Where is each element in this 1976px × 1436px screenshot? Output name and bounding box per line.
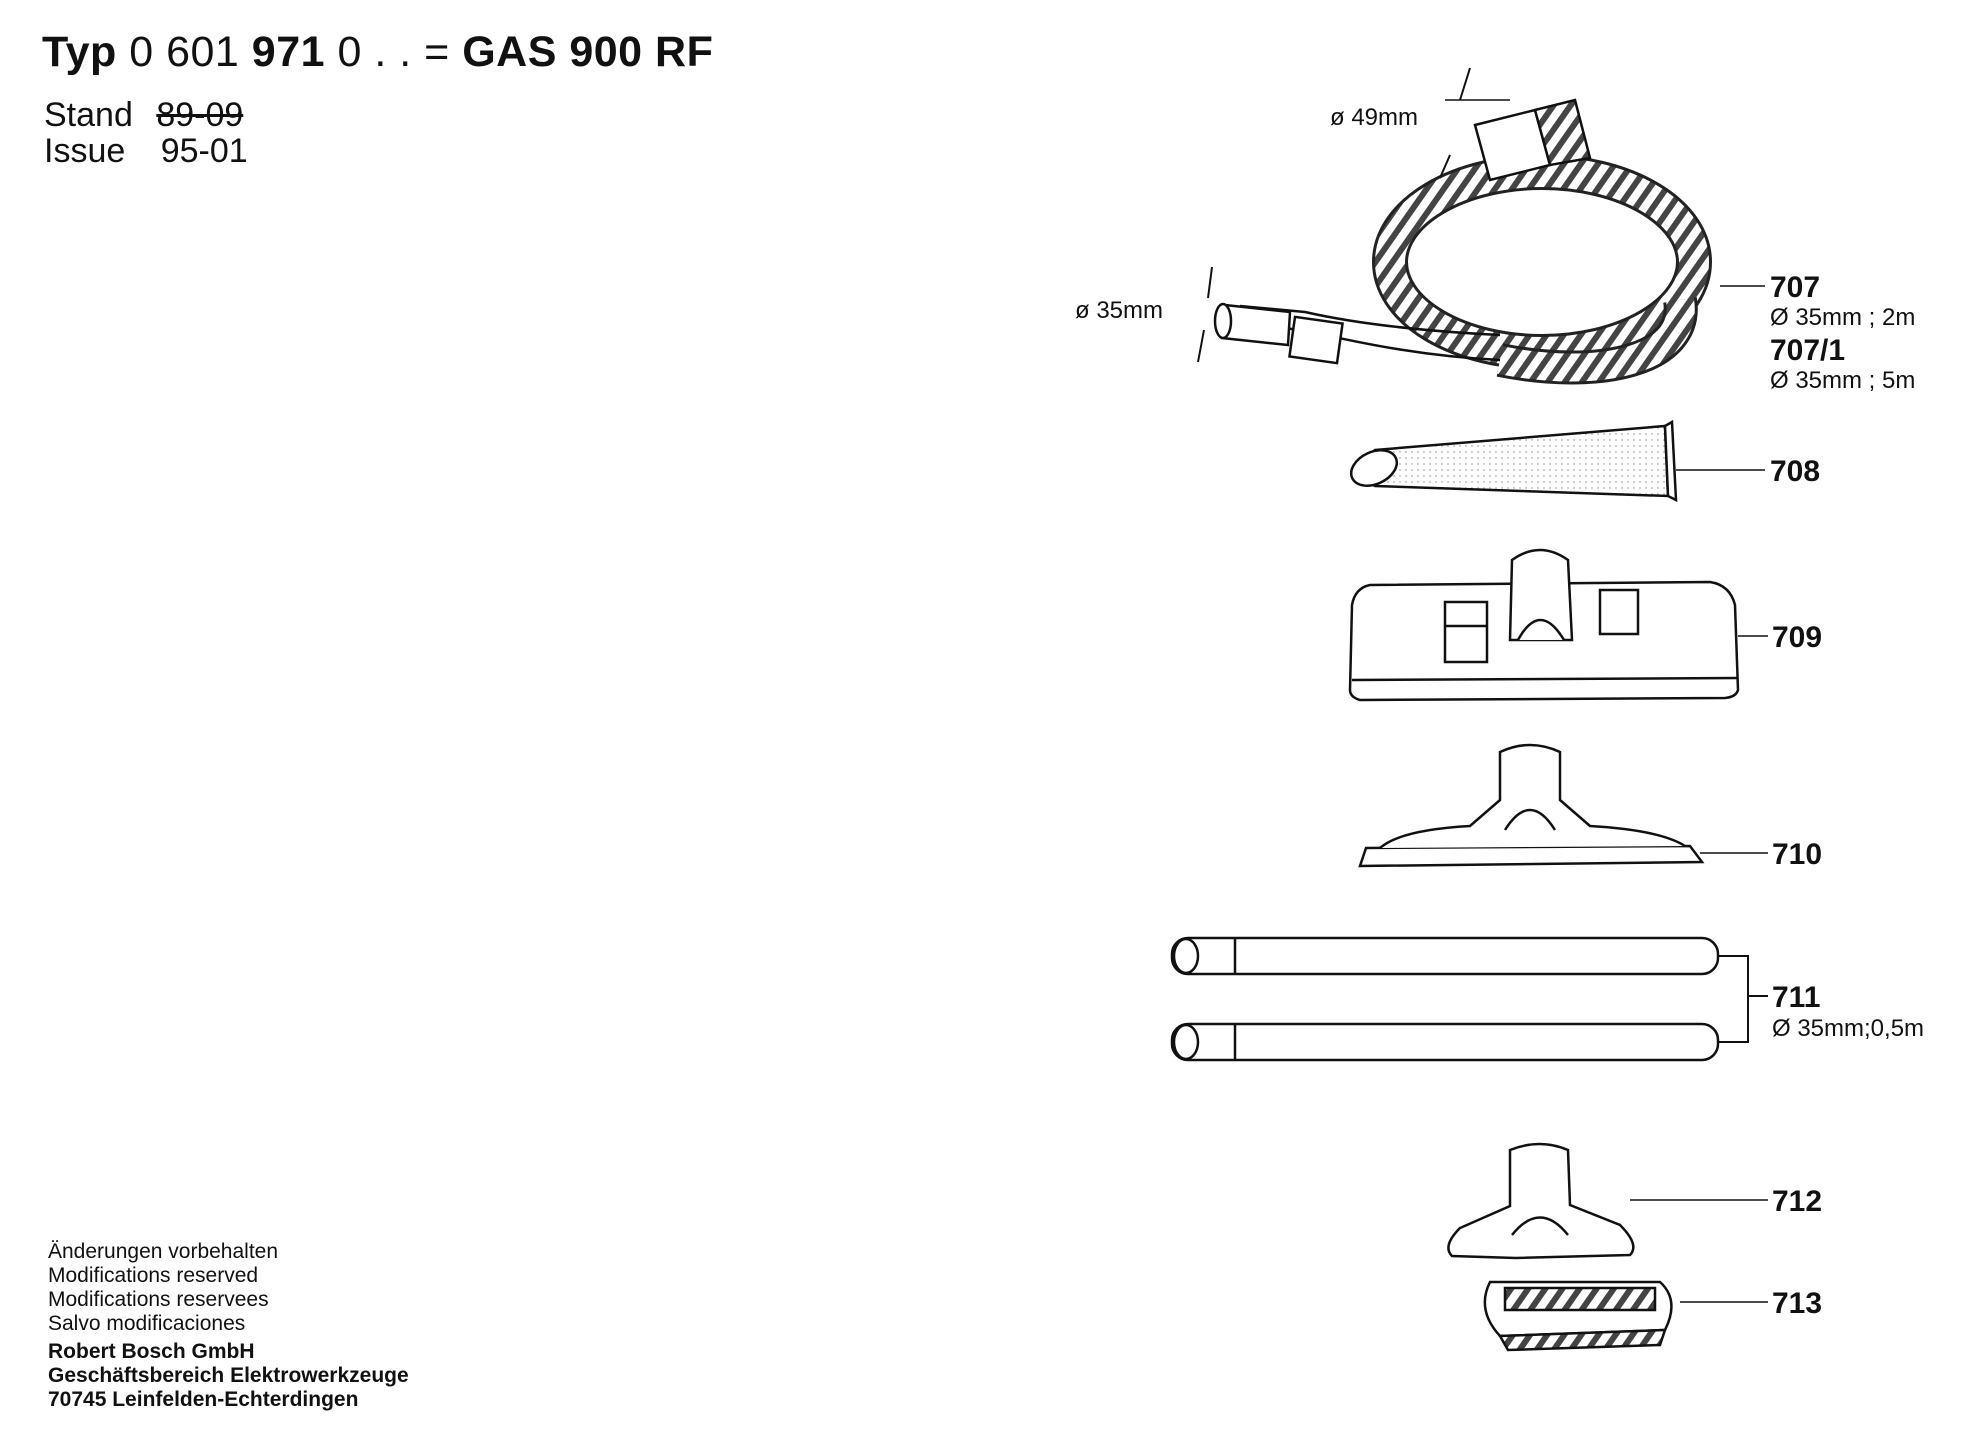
small-nozzle-arch	[1511, 1216, 1569, 1236]
wide-nozzle-710	[1358, 743, 1768, 868]
part-spec-707-1: Ø 35mm ; 5m	[1770, 367, 1915, 394]
hose-bend-tube-top	[1239, 304, 1501, 337]
wide-nozzle-arch	[1503, 808, 1557, 831]
issue-value: 95-01	[160, 132, 248, 170]
dim-label-35: ø 35mm	[1075, 297, 1163, 324]
dim-35-arrow-bottom	[1197, 329, 1205, 363]
crevice-body	[1358, 424, 1670, 498]
hose-lower-loop-ribs	[1497, 297, 1695, 382]
issue-row: Issue 95-01	[44, 132, 248, 171]
small-nozzle-712	[1447, 1142, 1768, 1260]
small-nozzle-body	[1447, 1142, 1635, 1260]
part-label-707-1: 707/1	[1770, 334, 1845, 367]
hose-nut	[1288, 315, 1344, 365]
floor-nozzle-switch-left	[1443, 600, 1489, 664]
part-label-709: 709	[1772, 621, 1822, 654]
part-label-712: 712	[1772, 1185, 1822, 1218]
floor-nozzle-neck	[1508, 548, 1574, 642]
floor-nozzle-switch-right	[1598, 588, 1640, 636]
brush-713	[1483, 1280, 1768, 1352]
part-spec-711: Ø 35mm;0,5m	[1772, 1015, 1924, 1042]
part-number-core: 971	[251, 28, 326, 76]
part-label-710: 710	[1772, 838, 1822, 871]
page-title: Typ 0 601 971 0 . . = GAS 900 RF	[42, 28, 713, 77]
wide-nozzle-body	[1379, 743, 1686, 849]
tube-bracket	[1718, 955, 1749, 1043]
floor-nozzle-edge	[1351, 676, 1739, 682]
brush-bristles	[1503, 1286, 1657, 1312]
footer-block: Änderungen vorbehalten Modifications res…	[48, 1240, 409, 1412]
floor-nozzle-709	[1348, 548, 1768, 702]
company-division: Geschäftsbereich Elektrowerkzeuge	[48, 1364, 409, 1387]
brush-bottom-bristles	[1497, 1328, 1667, 1352]
note-de: Änderungen vorbehalten	[48, 1240, 279, 1263]
issue-label: Issue	[44, 132, 126, 170]
typ-label: Typ	[42, 28, 117, 76]
crevice-collar	[1663, 419, 1678, 503]
note-es: Salvo modificaciones	[48, 1312, 246, 1335]
hose-upper-cuff	[1533, 98, 1592, 167]
tube-upper	[1170, 936, 1720, 976]
company-name: Robert Bosch GmbH	[48, 1340, 255, 1363]
crevice-nozzle-708	[1349, 419, 1765, 503]
note-en: Modifications reserved	[48, 1264, 259, 1287]
stand-value: 89-09	[156, 96, 244, 134]
dim-49-arrow-top	[1459, 67, 1471, 101]
part-label-711: 711	[1772, 981, 1820, 1014]
crevice-opening	[1349, 449, 1399, 487]
model-name: GAS 900 RF	[462, 28, 714, 76]
note-fr: Modifications reservees	[48, 1288, 269, 1311]
floor-nozzle-neck-arch	[1516, 618, 1566, 641]
hose-707	[1213, 98, 1765, 385]
part-spec-707: Ø 35mm ; 2m	[1770, 304, 1915, 331]
stand-row: Stand 89-09	[44, 96, 243, 135]
part-label-708: 708	[1770, 455, 1820, 488]
hose-small-end-opening	[1213, 302, 1233, 340]
extension-tubes-711	[1170, 936, 1768, 1062]
wide-nozzle-base	[1358, 844, 1705, 868]
dimension-markers	[1197, 67, 1510, 363]
dim-49-arrow-bottom	[1439, 154, 1451, 179]
stand-label: Stand	[44, 96, 133, 134]
tube-lower-opening	[1172, 1023, 1200, 1061]
tube-upper-opening	[1172, 937, 1200, 975]
company-address: 70745 Leinfelden-Echterdingen	[48, 1388, 359, 1411]
hose-small-end	[1220, 303, 1292, 347]
part-number-prefix: 0 601	[129, 28, 240, 76]
hose-coil-ribs	[1375, 157, 1709, 367]
dim-35-arrow-top	[1207, 266, 1213, 299]
equals-sign: =	[424, 28, 450, 76]
tube-lower	[1170, 1022, 1720, 1062]
part-number-suffix: 0 . .	[337, 28, 412, 76]
part-label-713: 713	[1772, 1287, 1822, 1320]
dim-label-49: ø 49mm	[1330, 104, 1418, 131]
part-label-707: 707	[1770, 271, 1820, 304]
